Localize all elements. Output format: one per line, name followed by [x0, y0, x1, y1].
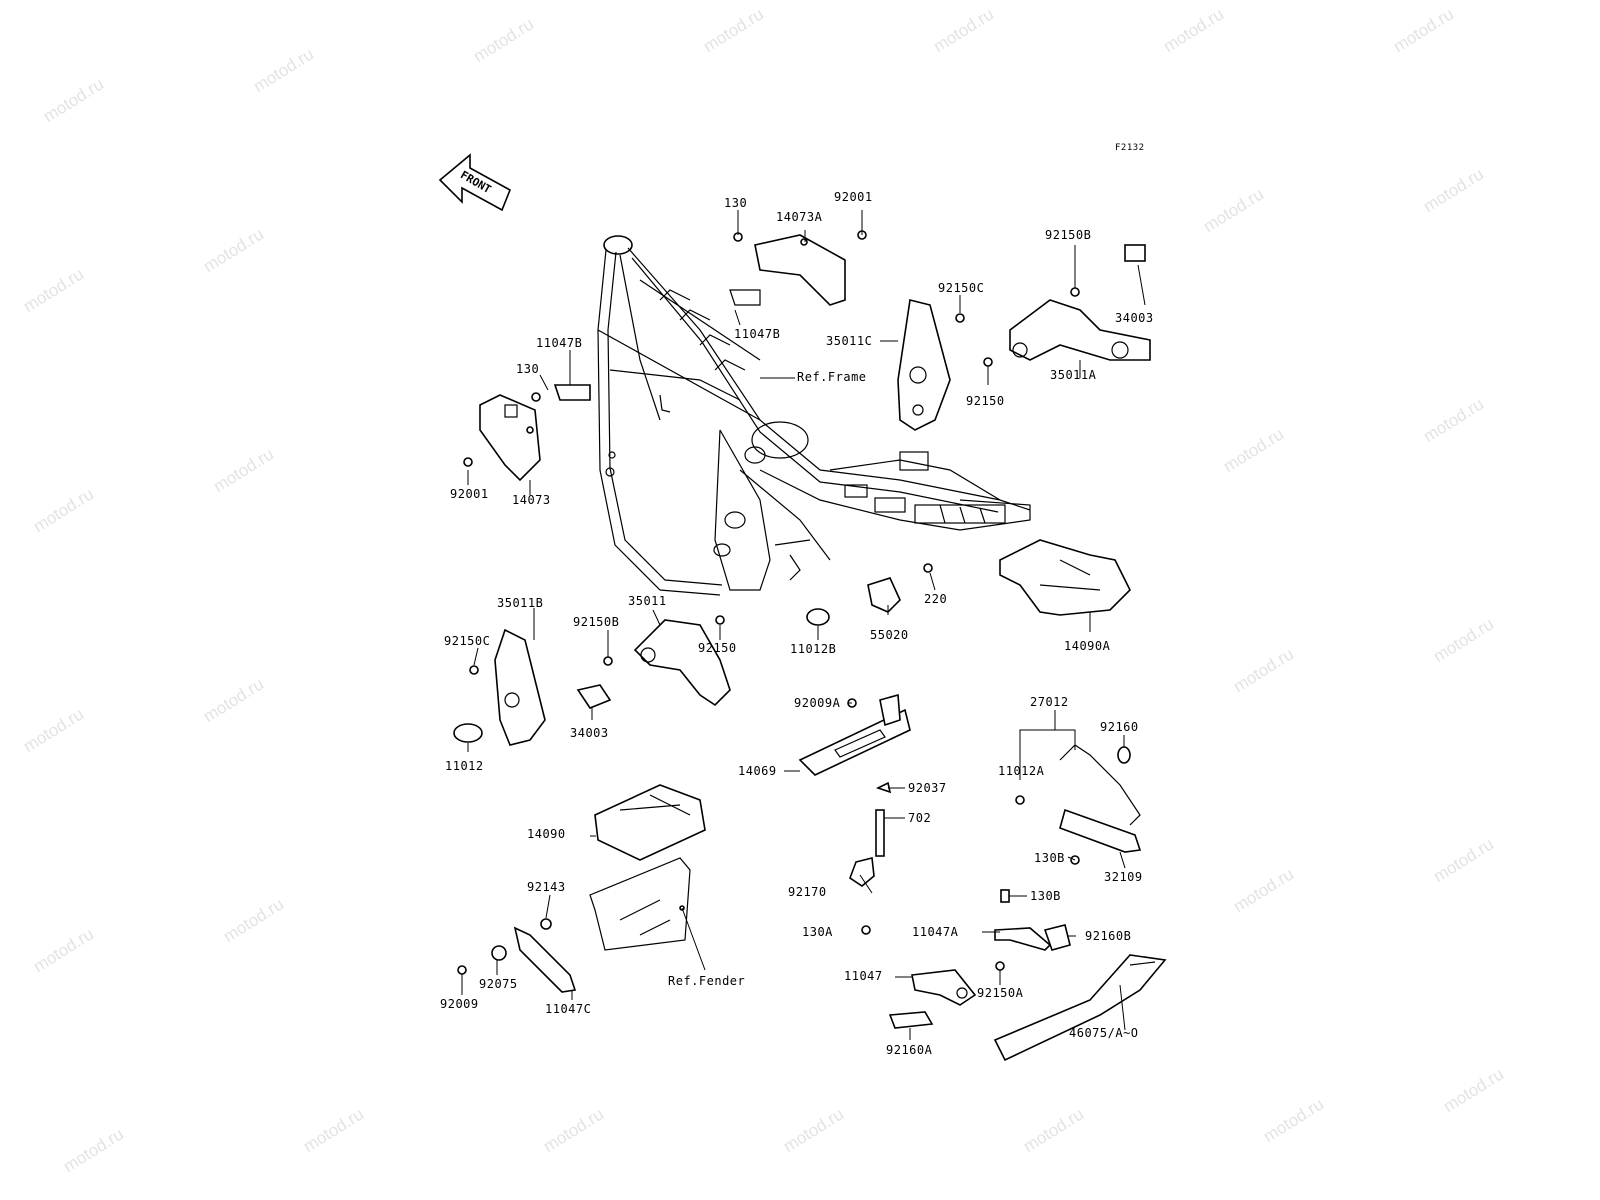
part-label-11012a: 11012A — [998, 764, 1045, 778]
part-label-92170: 92170 — [788, 885, 827, 899]
part-label-92150-mid: 92150 — [698, 641, 737, 655]
part-label-55020: 55020 — [870, 628, 909, 642]
bracket-32109 — [1059, 808, 1142, 853]
front-arrow-icon: FRONT — [438, 153, 512, 212]
part-label-220: 220 — [924, 592, 948, 606]
part-label-92075: 92075 — [479, 977, 518, 991]
part-label-92160a: 92160A — [886, 1043, 933, 1057]
part-label-14090a: 14090A — [1064, 639, 1111, 653]
part-label-14090: 14090 — [527, 827, 566, 841]
part-label-702: 702 — [908, 811, 932, 825]
part-label-130-left: 130 — [516, 362, 540, 376]
part-label-92009: 92009 — [440, 997, 479, 1011]
part-label-14073: 14073 — [512, 493, 551, 507]
part-label-34003-left: 34003 — [570, 726, 609, 740]
stay-11047 — [911, 969, 977, 1006]
part-label-34003-right: 34003 — [1115, 311, 1154, 325]
ref-fender-label: Ref.Fender — [668, 974, 746, 988]
part-label-92001: 92001 — [834, 190, 873, 204]
part-label-92160b: 92160B — [1085, 929, 1132, 943]
part-label-92160: 92160 — [1100, 720, 1139, 734]
figure-id: F2132 — [1115, 143, 1145, 153]
part-label-92143: 92143 — [527, 880, 566, 894]
part-label-92150-right: 92150 — [966, 394, 1005, 408]
part-label-92150a: 92150A — [977, 986, 1024, 1000]
part-label-92001-left: 92001 — [450, 487, 489, 501]
part-label-14073a: 14073A — [776, 210, 823, 224]
motorcycle-frame — [597, 235, 1031, 596]
part-label-32109: 32109 — [1104, 870, 1143, 884]
tray-14069 — [798, 708, 911, 776]
footpeg-35011a — [1009, 299, 1151, 361]
part-label-35011a: 35011A — [1050, 368, 1097, 382]
ref-frame-label: Ref.Frame — [797, 370, 867, 384]
part-label-35011c: 35011C — [826, 334, 873, 348]
part-label-35011b: 35011B — [497, 596, 544, 610]
part-label-92037: 92037 — [908, 781, 947, 795]
part-label-92150c-top: 92150C — [938, 281, 985, 295]
part-label-11047a: 11047A — [912, 925, 959, 939]
part-label-92150b-top: 92150B — [1045, 228, 1092, 242]
part-label-92009a: 92009A — [794, 696, 841, 710]
part-label-46075: 46075/A~O — [1069, 1026, 1139, 1040]
part-label-11012: 11012 — [445, 759, 484, 773]
part-label-11047: 11047 — [844, 969, 883, 983]
part-label-11047b-top: 11047B — [734, 327, 781, 341]
part-label-11047b-left: 11047B — [536, 336, 583, 350]
pin-702 — [875, 809, 885, 857]
part-label-130: 130 — [724, 196, 748, 210]
part-label-27012: 27012 — [1030, 695, 1069, 709]
part-label-35011: 35011 — [628, 594, 667, 608]
part-label-92150b-mid: 92150B — [573, 615, 620, 629]
part-label-11012b: 11012B — [790, 642, 837, 656]
footpeg-35011 — [633, 619, 731, 707]
side-stand-46075 — [993, 954, 1167, 1062]
cover-14073 — [479, 394, 541, 482]
part-label-11047c: 11047C — [545, 1002, 592, 1016]
part-55020 — [867, 577, 901, 613]
footpeg-bracket-35011b — [494, 628, 546, 746]
part-label-130a: 130A — [802, 925, 833, 939]
rod-27012 — [1059, 744, 1141, 826]
cover-14073a — [754, 234, 846, 306]
part-label-130b-a: 130B — [1034, 851, 1065, 865]
footpeg-bracket-35011c — [897, 299, 951, 431]
part-label-92150c-left: 92150C — [444, 634, 491, 648]
battery-case-14090a — [999, 539, 1131, 616]
battery-box-14090 — [594, 784, 706, 861]
part-label-14069: 14069 — [738, 764, 777, 778]
part-label-130b-b: 130B — [1030, 889, 1061, 903]
